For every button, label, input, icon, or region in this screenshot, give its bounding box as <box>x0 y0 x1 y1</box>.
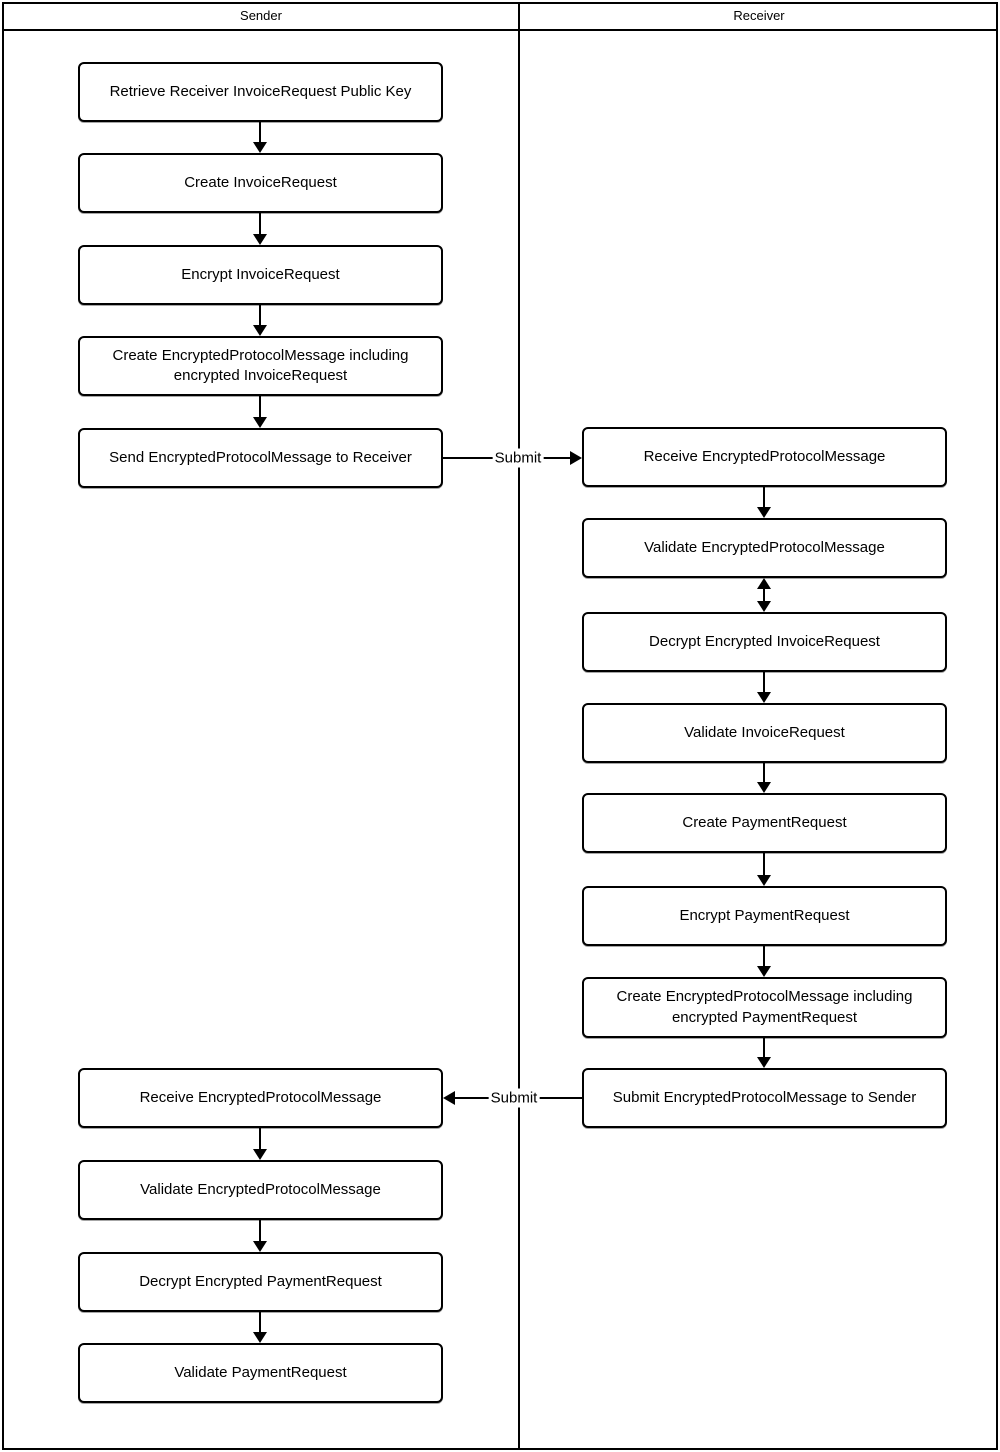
arrow-down-icon <box>757 487 771 518</box>
node-validate-encryptedprotocolmessage-sender: Validate EncryptedProtocolMessage <box>78 1160 443 1220</box>
arrow-double-vertical-icon <box>757 578 771 612</box>
node-decrypt-encrypted-paymentrequest: Decrypt Encrypted PaymentRequest <box>78 1252 443 1312</box>
submit-label: Submit <box>492 448 544 468</box>
arrow-down-icon <box>757 1038 771 1068</box>
node-retrieve-public-key: Retrieve Receiver InvoiceRequest Public … <box>78 62 443 122</box>
node-encrypt-paymentrequest: Encrypt PaymentRequest <box>582 886 947 946</box>
arrow-down-icon <box>253 305 267 336</box>
arrow-down-icon <box>253 1220 267 1252</box>
lane-header-receiver: Receiver <box>733 8 785 23</box>
node-encrypt-invoicerequest: Encrypt InvoiceRequest <box>78 245 443 305</box>
arrow-down-icon <box>757 763 771 793</box>
arrow-down-icon <box>253 1128 267 1160</box>
arrow-down-icon <box>757 853 771 886</box>
arrow-down-icon <box>253 1312 267 1343</box>
lane-header-sender: Sender <box>240 8 282 23</box>
lane-divider <box>518 2 520 1450</box>
submit-label: Submit <box>488 1088 540 1108</box>
node-validate-encryptedprotocolmessage-receiver: Validate EncryptedProtocolMessage <box>582 518 947 578</box>
node-send-encryptedprotocolmessage: Send EncryptedProtocolMessage to Receive… <box>78 428 443 488</box>
arrow-down-icon <box>757 946 771 977</box>
node-submit-encryptedprotocolmessage: Submit EncryptedProtocolMessage to Sende… <box>582 1068 947 1128</box>
node-decrypt-encrypted-invoicerequest: Decrypt Encrypted InvoiceRequest <box>582 612 947 672</box>
node-receive-encryptedprotocolmessage-receiver: Receive EncryptedProtocolMessage <box>582 427 947 487</box>
node-create-invoicerequest: Create InvoiceRequest <box>78 153 443 213</box>
node-create-encryptedprotocolmessage-invoice: Create EncryptedProtocolMessage includin… <box>78 336 443 396</box>
arrow-down-icon <box>253 396 267 428</box>
node-validate-paymentrequest: Validate PaymentRequest <box>78 1343 443 1403</box>
arrow-down-icon <box>757 672 771 703</box>
lane-header-separator <box>2 29 998 31</box>
arrow-down-icon <box>253 122 267 153</box>
node-create-paymentrequest: Create PaymentRequest <box>582 793 947 853</box>
node-receive-encryptedprotocolmessage-sender: Receive EncryptedProtocolMessage <box>78 1068 443 1128</box>
node-create-encryptedprotocolmessage-payment: Create EncryptedProtocolMessage includin… <box>582 977 947 1038</box>
arrow-down-icon <box>253 213 267 245</box>
node-validate-invoicerequest: Validate InvoiceRequest <box>582 703 947 763</box>
